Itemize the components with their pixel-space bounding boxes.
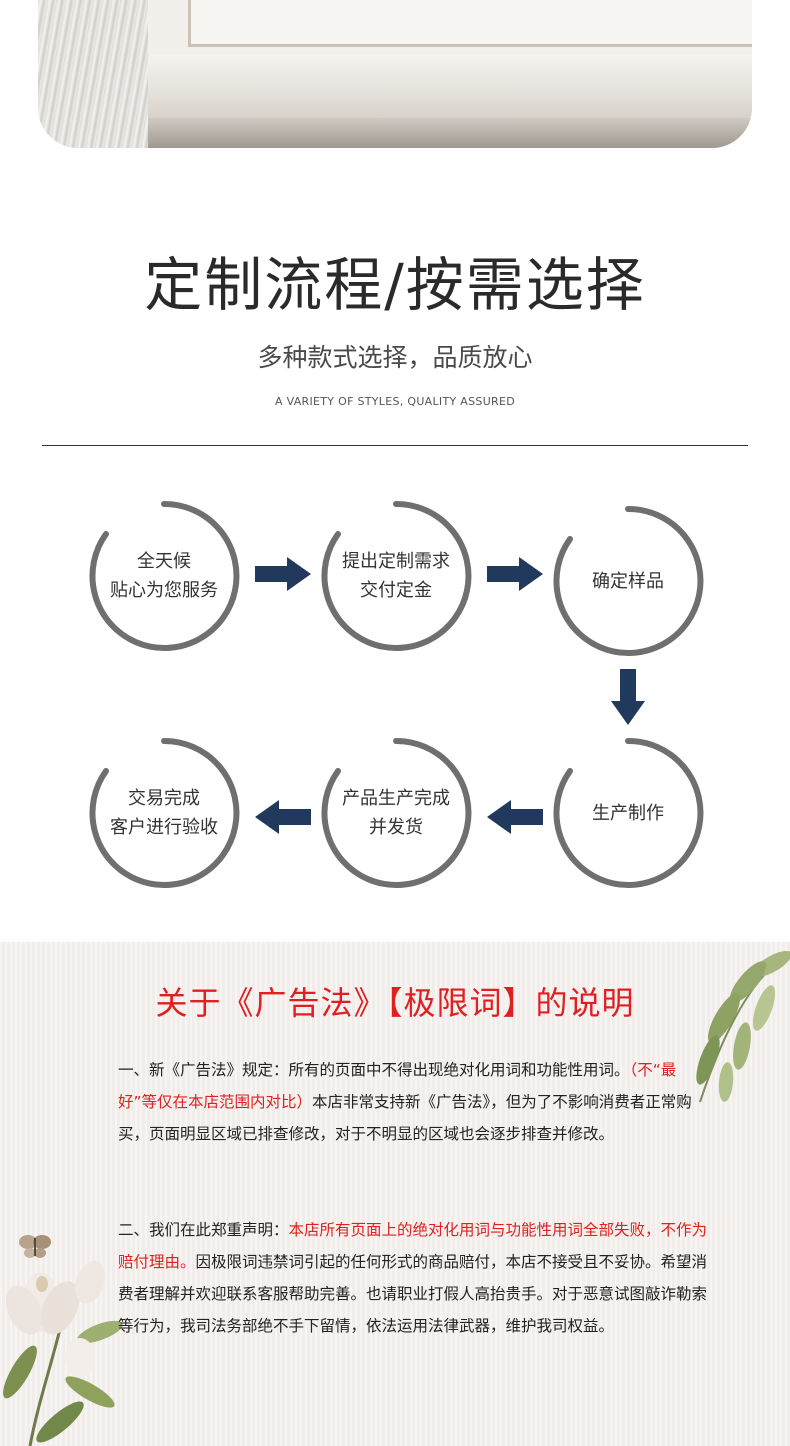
step-ring bbox=[553, 737, 704, 888]
step-ring bbox=[321, 737, 472, 888]
step-line-2: 贴心为您服务 bbox=[110, 580, 218, 601]
notice-paragraph-2: 二、我们在此郑重声明：本店所有页面上的绝对化用词与功能性用词全部失败，不作为赔付… bbox=[118, 1214, 708, 1342]
step-line-2: 并发货 bbox=[369, 817, 423, 838]
page-title: 定制流程/按需选择 bbox=[144, 251, 646, 319]
notice-paragraph-1: 一、新《广告法》规定：所有的页面中不得出现绝对化用词和功能性用词。（不“最好”等… bbox=[118, 1054, 708, 1150]
step-line-1: 产品生产完成 bbox=[342, 788, 450, 809]
arrow-right-icon bbox=[487, 557, 543, 591]
step-line-2: 交付定金 bbox=[360, 580, 432, 601]
frame-bevel bbox=[148, 55, 752, 118]
process-step-1: 全天候贴心为您服务 bbox=[86, 498, 242, 654]
step-line-1: 确定样品 bbox=[592, 570, 664, 592]
fabric-texture bbox=[38, 0, 156, 148]
step-label: 提出定制需求交付定金 bbox=[318, 498, 474, 654]
page-subtitle: 多种款式选择，品质放心 bbox=[257, 343, 533, 372]
process-step-3: 确定样品 bbox=[550, 503, 706, 659]
process-step-6: 交易完成客户进行验收 bbox=[86, 735, 242, 891]
notice-highlight: （不“最好”等仅在本店范围内对比） bbox=[118, 1061, 677, 1111]
step-line-1: 全天候 bbox=[137, 551, 191, 572]
notice-title: 关于《广告法》【极限词】的说明 bbox=[155, 984, 635, 1022]
step-ring bbox=[321, 500, 472, 651]
arrow-left-icon bbox=[487, 800, 543, 834]
step-line-2: 客户进行验收 bbox=[110, 817, 218, 838]
ad-law-notice: 关于《广告法》【极限词】的说明 一、新《广告法》规定：所有的页面中不得出现绝对化… bbox=[0, 942, 790, 1446]
step-label: 全天候贴心为您服务 bbox=[86, 498, 242, 654]
step-line-1: 提出定制需求 bbox=[342, 551, 450, 572]
step-label: 生产制作 bbox=[550, 735, 706, 891]
magnolia-flower-icon bbox=[3, 1260, 123, 1446]
notice-text: 本店非常支持新《广告法》，但为了不影响消费者正常购买，页面明显区域已排查修改，对… bbox=[118, 1093, 692, 1143]
step-label: 确定样品 bbox=[550, 503, 706, 659]
process-step-2: 提出定制需求交付定金 bbox=[318, 498, 474, 654]
arrow-down-icon bbox=[611, 669, 645, 725]
english-subtitle: A VARIETY OF STYLES, QUALITY ASSURED bbox=[274, 395, 516, 408]
step-ring bbox=[89, 500, 240, 651]
step-label: 产品生产完成并发货 bbox=[318, 735, 474, 891]
process-step-4: 生产制作 bbox=[550, 735, 706, 891]
step-line-1: 生产制作 bbox=[592, 802, 664, 824]
step-ring bbox=[553, 505, 704, 656]
frame-inner bbox=[188, 0, 752, 47]
butterfly-icon bbox=[19, 1235, 51, 1258]
notice-text: 一、新《广告法》规定：所有的页面中不得出现绝对化用词和功能性用词。 bbox=[118, 1061, 630, 1079]
notice-text: 二、我们在此郑重声明： bbox=[118, 1221, 289, 1239]
arrow-right-icon bbox=[255, 557, 311, 591]
notice-text: 因极限词违禁词引起的任何形式的商品赔付，本店不接受且不妥协。希望消费者理解并欢迎… bbox=[118, 1253, 708, 1335]
divider-line bbox=[42, 445, 748, 446]
frame-edge bbox=[148, 118, 752, 148]
step-line-1: 交易完成 bbox=[128, 788, 200, 809]
hero-photo bbox=[38, 0, 752, 148]
arrow-left-icon bbox=[255, 800, 311, 834]
step-ring bbox=[89, 737, 240, 888]
notice-highlight: 本店所有页面上的绝对化用词与功能性用词全部失败，不作为赔付理由。 bbox=[118, 1221, 708, 1271]
step-label: 交易完成客户进行验收 bbox=[86, 735, 242, 891]
process-step-5: 产品生产完成并发货 bbox=[318, 735, 474, 891]
leaves-decoration-icon bbox=[696, 951, 790, 1103]
